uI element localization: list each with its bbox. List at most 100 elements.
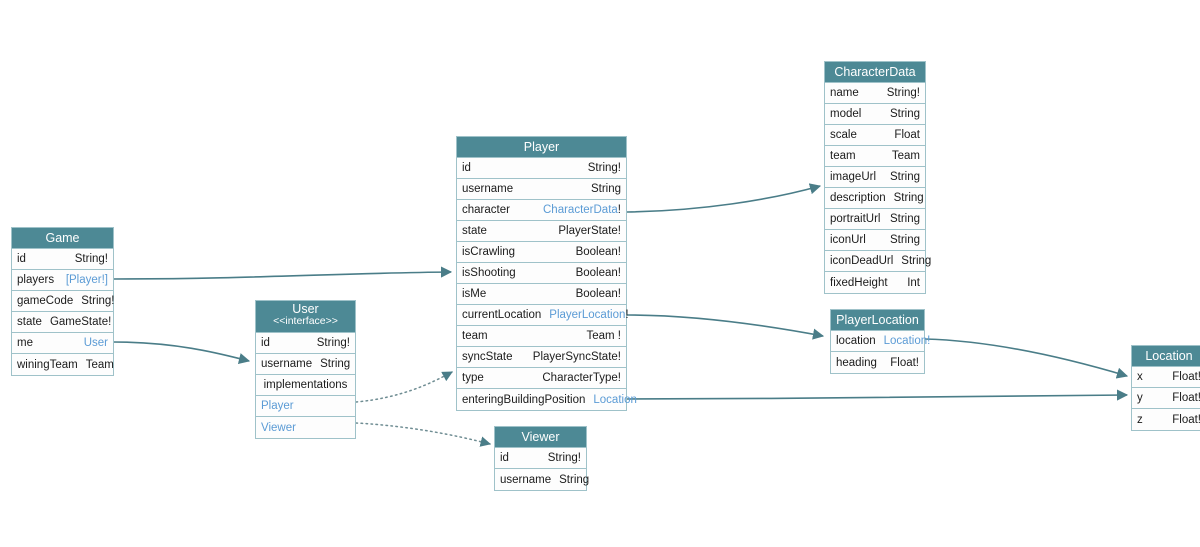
entity-location-title: Location bbox=[1132, 346, 1200, 367]
field-type-suffix: ! bbox=[625, 309, 629, 321]
implementation-name[interactable]: Viewer bbox=[261, 421, 296, 434]
field-name: me bbox=[17, 337, 33, 349]
field-name: winingTeam bbox=[17, 358, 78, 371]
field-name: username bbox=[261, 358, 313, 370]
field-type: String bbox=[901, 255, 932, 267]
field-name: username bbox=[462, 183, 514, 195]
table-row[interactable]: players [Player!] bbox=[12, 270, 113, 291]
table-row[interactable]: gameCode String! bbox=[12, 291, 115, 312]
field-type: String! bbox=[587, 162, 621, 174]
table-row[interactable]: winingTeam Team bbox=[12, 354, 114, 375]
table-row[interactable]: username String bbox=[256, 354, 355, 375]
field-name: id bbox=[261, 337, 270, 349]
entity-user[interactable]: User <<interface>> id String! username S… bbox=[255, 300, 356, 439]
field-type-group[interactable]: PlayerLocation! bbox=[549, 305, 628, 325]
field-type: Boolean! bbox=[575, 267, 621, 279]
table-row[interactable]: me User bbox=[12, 333, 113, 354]
table-row[interactable]: iconUrl String bbox=[825, 230, 925, 251]
table-row[interactable]: character CharacterData! bbox=[457, 200, 626, 221]
field-type: Boolean! bbox=[575, 288, 621, 300]
table-row[interactable]: heading Float! bbox=[831, 352, 924, 373]
field-type[interactable]: CharacterData bbox=[543, 204, 618, 216]
edge-player-currentlocation-to-playerlocation bbox=[626, 314, 825, 340]
field-type: Team bbox=[85, 358, 114, 371]
table-row[interactable]: location Location! bbox=[831, 331, 930, 352]
field-type: String bbox=[893, 192, 924, 204]
field-type: String! bbox=[74, 253, 108, 265]
table-row[interactable]: id String! bbox=[256, 333, 355, 354]
entity-player-location[interactable]: PlayerLocation location Location! headin… bbox=[830, 309, 930, 374]
table-row[interactable]: currentLocation PlayerLocation! bbox=[457, 305, 629, 326]
implementations-label: implementations bbox=[256, 375, 355, 396]
implementation-name[interactable]: Player bbox=[261, 400, 294, 412]
table-row[interactable]: description String bbox=[825, 188, 925, 209]
field-type-group[interactable]: CharacterData! bbox=[543, 200, 621, 220]
table-row[interactable]: syncState PlayerSyncState! bbox=[457, 347, 626, 368]
table-row[interactable]: isMe Boolean! bbox=[457, 284, 626, 305]
table-row[interactable]: id String! bbox=[495, 448, 586, 469]
table-row[interactable]: iconDeadUrl String bbox=[825, 251, 931, 272]
field-name: name bbox=[830, 87, 859, 99]
table-row[interactable]: z Float! bbox=[1132, 409, 1200, 430]
entity-player[interactable]: Player id String! username String charac… bbox=[456, 136, 637, 411]
field-type[interactable]: PlayerLocation bbox=[549, 309, 626, 321]
table-row[interactable]: name String! bbox=[825, 83, 925, 104]
table-row[interactable]: portraitUrl String bbox=[825, 209, 925, 230]
table-row[interactable]: y Float! bbox=[1132, 388, 1200, 409]
entity-viewer[interactable]: Viewer id String! username String bbox=[494, 426, 589, 491]
field-type: Team ! bbox=[586, 330, 621, 342]
field-type: Boolean! bbox=[575, 246, 621, 258]
field-type[interactable]: Location! bbox=[883, 335, 931, 347]
table-row[interactable]: state GameState! bbox=[12, 312, 113, 333]
table-row[interactable]: id String! bbox=[12, 249, 113, 270]
field-name: y bbox=[1137, 392, 1143, 404]
field-type: String bbox=[889, 171, 920, 183]
field-name: players bbox=[17, 274, 55, 286]
field-name: team bbox=[830, 150, 856, 162]
field-name: username bbox=[500, 473, 552, 486]
field-name: z bbox=[1137, 413, 1143, 426]
table-row[interactable]: team Team ! bbox=[457, 326, 626, 347]
edge-player-character-to-characterdata bbox=[626, 183, 822, 213]
implementation-player[interactable]: Player bbox=[256, 396, 355, 417]
edge-playerlocation-location-to-location bbox=[924, 338, 1129, 379]
entity-game[interactable]: Game id String! players [Player!] gameCo… bbox=[11, 227, 115, 376]
field-name: isMe bbox=[462, 288, 487, 300]
table-row[interactable]: model String bbox=[825, 104, 925, 125]
table-row[interactable]: isShooting Boolean! bbox=[457, 263, 626, 284]
entity-location[interactable]: Location x Float! y Float! z Float! bbox=[1131, 345, 1200, 431]
table-row[interactable]: x Float! bbox=[1132, 367, 1200, 388]
table-row[interactable]: scale Float bbox=[825, 125, 925, 146]
field-type[interactable]: User bbox=[83, 337, 108, 349]
field-type: String! bbox=[547, 452, 581, 464]
table-row[interactable]: isCrawling Boolean! bbox=[457, 242, 626, 263]
table-row[interactable]: fixedHeight Int bbox=[825, 272, 925, 293]
field-name: isShooting bbox=[462, 267, 516, 279]
table-row[interactable]: state PlayerState! bbox=[457, 221, 626, 242]
table-row[interactable]: username String bbox=[495, 469, 589, 490]
field-name: scale bbox=[830, 129, 857, 141]
field-type: Int bbox=[907, 276, 920, 289]
table-row[interactable]: team Team bbox=[825, 146, 925, 167]
field-name: description bbox=[830, 192, 886, 204]
field-name: team bbox=[462, 330, 488, 342]
field-type-suffix: ! bbox=[617, 204, 621, 216]
implementation-viewer[interactable]: Viewer bbox=[256, 417, 355, 438]
field-name: x bbox=[1137, 371, 1143, 383]
edge-player-enteringbuildingposition-to-location bbox=[626, 389, 1129, 401]
table-row[interactable]: imageUrl String bbox=[825, 167, 925, 188]
table-row[interactable]: type CharacterType! bbox=[457, 368, 626, 389]
table-row[interactable]: username String bbox=[457, 179, 626, 200]
field-name: state bbox=[17, 316, 42, 328]
field-name: id bbox=[500, 452, 509, 464]
table-row[interactable]: id String! bbox=[457, 158, 626, 179]
field-name: type bbox=[462, 372, 484, 384]
entity-character-data[interactable]: CharacterData name String! model String … bbox=[824, 61, 931, 294]
field-name: isCrawling bbox=[462, 246, 516, 258]
field-type[interactable]: Location bbox=[593, 393, 637, 406]
field-name: syncState bbox=[462, 351, 513, 363]
field-type[interactable]: [Player!] bbox=[65, 274, 108, 286]
entity-user-title: User <<interface>> bbox=[256, 301, 355, 333]
table-row[interactable]: enteringBuildingPosition Location bbox=[457, 389, 637, 410]
